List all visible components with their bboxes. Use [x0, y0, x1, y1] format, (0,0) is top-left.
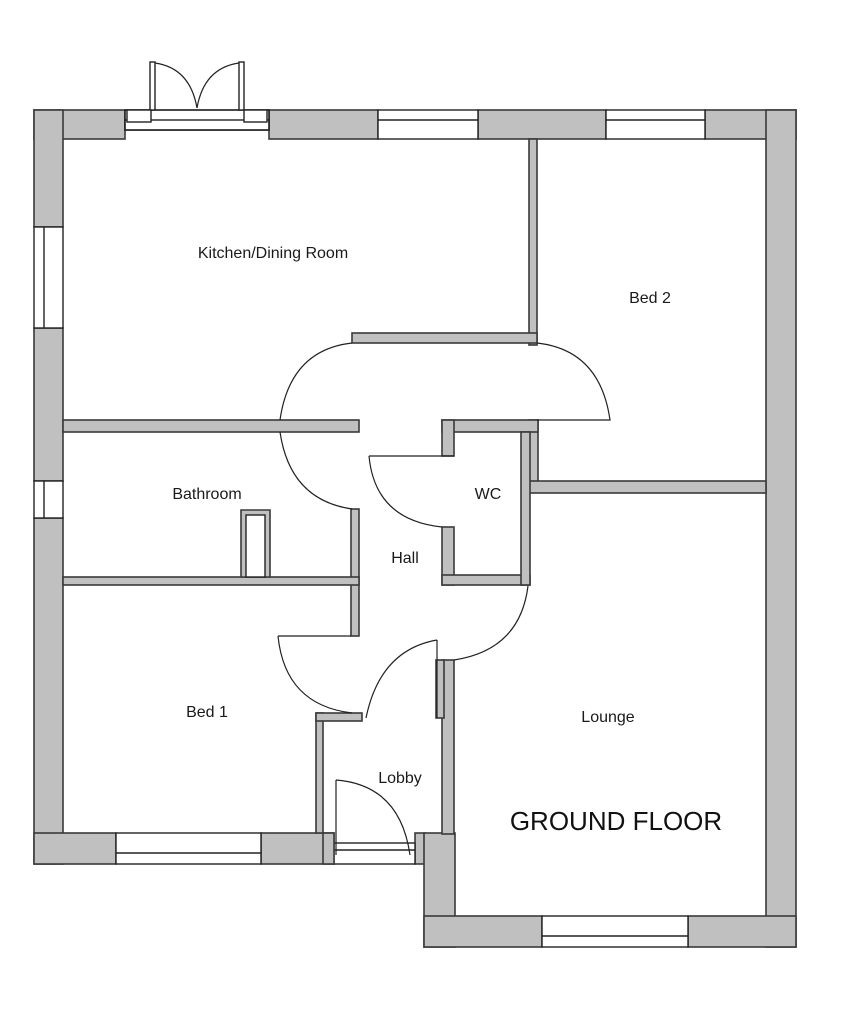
label-kitchen: Kitchen/Dining Room	[198, 245, 348, 262]
room-labels: Kitchen/Dining Room Bed 2 Bathroom WC Ha…	[172, 245, 722, 836]
windows	[33, 109, 706, 948]
internal-walls	[62, 138, 767, 865]
label-bathroom: Bathroom	[172, 486, 241, 503]
floor-title: GROUND FLOOR	[510, 806, 722, 836]
outer-walls	[33, 109, 797, 948]
label-lounge: Lounge	[581, 709, 634, 726]
label-lobby: Lobby	[378, 770, 422, 787]
door-swings	[277, 342, 611, 856]
label-bed1: Bed 1	[186, 704, 228, 721]
label-wc: WC	[475, 486, 502, 503]
french-doors	[124, 61, 270, 131]
label-hall: Hall	[391, 550, 419, 567]
label-bed2: Bed 2	[629, 290, 671, 307]
